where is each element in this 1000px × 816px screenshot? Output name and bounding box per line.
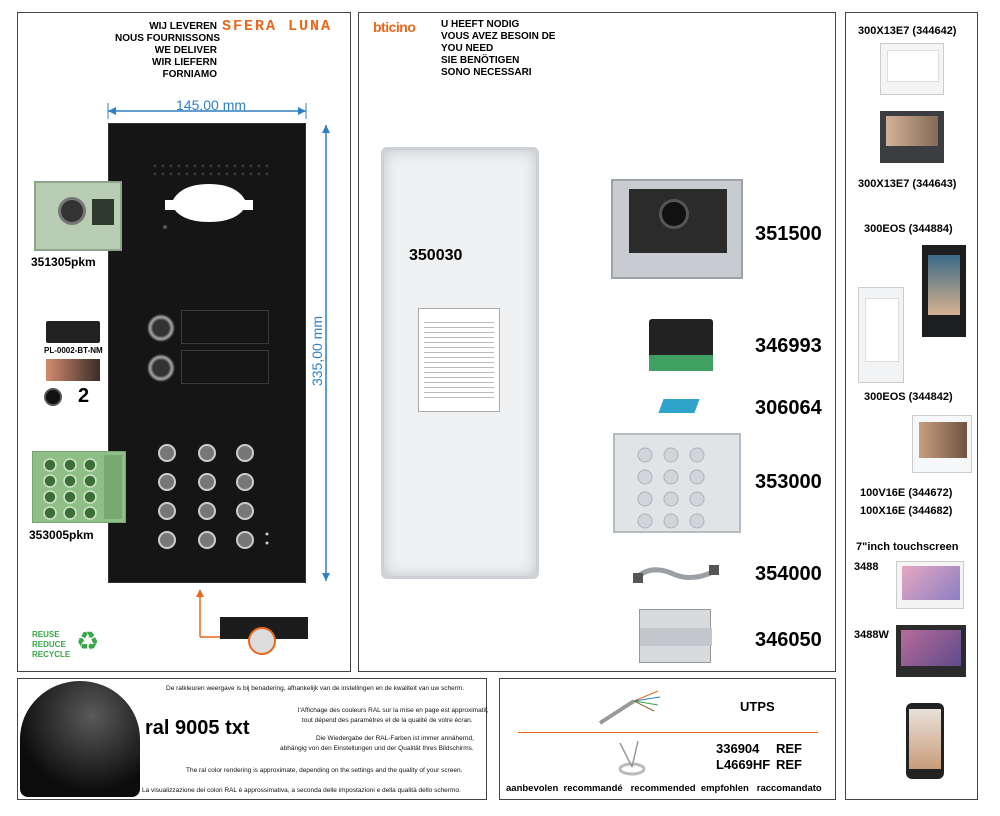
part-code-5: 354000 — [755, 563, 822, 585]
ral-note-nl: De ralkleuren weergave is bij benadering… — [166, 685, 465, 692]
touchscreen-heading: 7"inch touchscreen — [856, 541, 959, 553]
recycle-icon: ♻ — [76, 626, 100, 656]
right-panel: 300X13E7 (344642) 300X13E7 (344643) 300E… — [845, 12, 978, 800]
module1-code: 351305pkm — [31, 255, 96, 269]
plate-hand-image — [46, 359, 100, 381]
power-module-image — [649, 319, 713, 371]
cable-ref-label-1: REF — [776, 741, 802, 756]
ral-note-en: The ral color rendering is approximate, … — [186, 767, 463, 774]
height-dimension-line — [322, 125, 330, 581]
cable-divider — [518, 732, 818, 733]
part-code-1: 351500 — [755, 223, 822, 245]
plate-quantity: 2 — [78, 385, 90, 407]
monitor-label-4: 300EOS (344842) — [864, 391, 953, 403]
keypad-frame-holes — [637, 447, 705, 529]
ral-note-de-2: abhängig von den Einstellungen und der Q… — [280, 745, 474, 752]
sfera-luna-logo: SFERA LUNA — [222, 18, 333, 35]
cable-panel: UTPS 336904 REF L4669HF REF aanbevolen r… — [499, 678, 836, 800]
monitor-label-8: 3488W — [854, 629, 889, 641]
monitor-label-1: 300X13E7 (344642) — [858, 25, 957, 37]
part-code-4: 353000 — [755, 471, 822, 493]
monitor-label-2: 300X13E7 (344643) — [858, 178, 957, 190]
width-dimension-label: 145,00 mm — [176, 97, 247, 113]
utp-cable-image — [598, 690, 661, 725]
height-dimension-label: 335,00 mm — [309, 315, 326, 387]
keypad-module-image — [32, 451, 126, 523]
ral-note-fr-1: l'Affichage des couleurs RAL sur la mise… — [298, 707, 489, 714]
width-dimension-line — [107, 103, 307, 119]
touchscreen-image-black — [896, 625, 966, 677]
plate-code: PL-0002-BT-NM — [44, 346, 103, 355]
recycle-text: REUSE REDUCE RECYCLE — [32, 630, 71, 659]
cable-ref-code-2: L4669HF — [716, 757, 771, 772]
speaker-grille — [153, 164, 269, 176]
name-tag-1 — [181, 310, 269, 344]
monitor-label-7: 3488 — [854, 561, 879, 573]
ral-texture-image — [20, 681, 140, 797]
call-button-2[interactable] — [147, 354, 175, 382]
ral-note-de-1: Die Wiedergabe der RAL-Farben ist immer … — [316, 735, 474, 742]
keypad-frame-image — [613, 433, 741, 533]
knob-icon — [44, 388, 62, 406]
smartphone-app-image — [906, 703, 944, 779]
part-code-2: 346993 — [755, 335, 822, 357]
door-panel — [108, 123, 306, 583]
monitor-label-3: 300EOS (344884) — [864, 223, 953, 235]
part-code-6: 346050 — [755, 629, 822, 651]
you-need-text: U HEEFT NODIG VOUS AVEZ BESOIN DE YOU NE… — [441, 19, 556, 78]
bticino-logo: bticino — [373, 19, 416, 35]
cable-title: UTPS — [740, 699, 775, 714]
cable-roll-image — [618, 740, 646, 776]
camera-window — [163, 184, 253, 229]
name-tag-2 — [181, 350, 269, 384]
monitor-image-white-1 — [880, 43, 944, 95]
magnifier-icon — [248, 627, 276, 655]
ral-note-fr-2: tout dépend des paramètres et de la qual… — [302, 717, 473, 724]
flush-box-image — [381, 147, 539, 579]
left-panel: WIJ LEVEREN NOUS FOURNISSONS WE DELIVER … — [17, 12, 351, 672]
monitor-image-white-3 — [912, 415, 972, 473]
monitor-label-6: 100X16E (344682) — [860, 505, 953, 517]
audio-module-image — [34, 181, 122, 251]
monitor-image-black-1 — [880, 111, 944, 163]
touchscreen-image-white — [896, 561, 964, 609]
recommended-text: aanbevolen recommandé recommended empfoh… — [506, 783, 822, 794]
call-button-1[interactable] — [147, 314, 175, 342]
cable-ref-code-1: 336904 — [716, 741, 760, 756]
ral-color-label: ral 9005 txt — [145, 717, 250, 739]
din-power-supply-image — [639, 609, 712, 663]
lock-key-image — [658, 399, 700, 413]
keypad[interactable] — [109, 436, 307, 556]
monitor-image-white-2 — [858, 287, 904, 383]
monitor-image-black-2 — [922, 245, 966, 337]
flush-box-code: 350030 — [409, 247, 463, 264]
monitor-label-5: 100V16E (344672) — [860, 487, 953, 499]
part-code-3: 306064 — [755, 397, 822, 419]
middle-panel: bticino U HEEFT NODIG VOUS AVEZ BESOIN D… — [358, 12, 836, 672]
we-deliver-text: WIJ LEVEREN NOUS FOURNISSONS WE DELIVER … — [115, 21, 221, 80]
module2-code: 353005pkm — [29, 528, 94, 542]
flat-cable-image — [633, 565, 719, 583]
plate-image — [46, 321, 100, 343]
ral-note-it: La visualizzazione dei colori RAL è appr… — [142, 787, 461, 794]
audio-video-module-image — [611, 179, 743, 279]
cable-ref-label-2: REF — [776, 757, 802, 772]
ral-panel: ral 9005 txt De ralkleuren weergave is b… — [17, 678, 489, 800]
